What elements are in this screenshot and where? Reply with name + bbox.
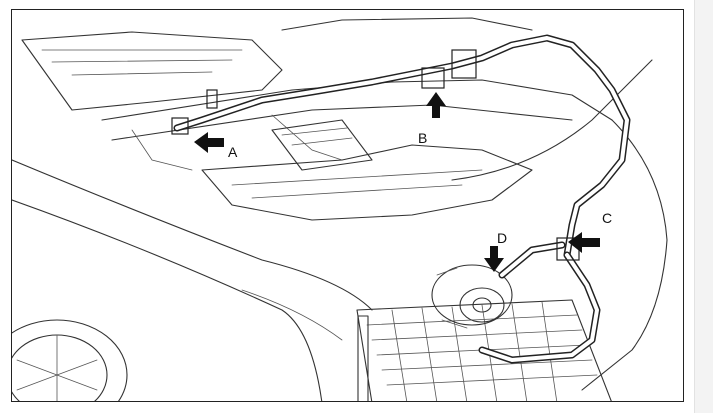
callout-d: D <box>497 230 507 246</box>
engine-bay-floor <box>201 144 533 221</box>
ac-hose-low-pressure <box>173 34 631 259</box>
arrow-d <box>484 246 504 272</box>
firewall <box>101 79 613 171</box>
front-body <box>12 59 668 401</box>
arrow-a <box>194 132 224 153</box>
hood-panel <box>21 17 533 111</box>
engine-bay-illustration: A B C D <box>12 17 668 401</box>
scrollbar[interactable] <box>694 0 713 413</box>
fitting-a <box>171 89 218 135</box>
front-wheel <box>12 319 128 401</box>
diagram-frame: A B C D <box>11 9 684 402</box>
callout-a: A <box>228 144 238 160</box>
callout-c: C <box>602 210 612 226</box>
fitting-b <box>421 49 477 89</box>
arrow-c <box>568 232 600 253</box>
ac-hose-high-pressure <box>478 241 601 364</box>
ac-compressor <box>431 264 513 329</box>
callout-b: B <box>418 130 427 146</box>
arrow-b <box>426 92 446 118</box>
